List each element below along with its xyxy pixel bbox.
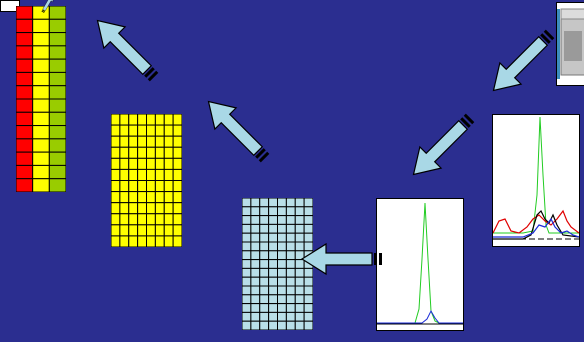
single-peak-chromatogram [376, 198, 464, 331]
blue-trace [377, 309, 463, 324]
block-arrow-icon [86, 9, 166, 89]
block-arrow-icon [301, 243, 383, 275]
block-arrow-icon [39, 0, 57, 15]
yellow-grid [111, 114, 182, 247]
multi-peak-chromatogram [492, 114, 580, 247]
instrument-device-icon [556, 2, 584, 86]
block-arrow-icon [402, 106, 482, 186]
black-trace [493, 209, 579, 240]
green-trace [493, 116, 579, 234]
light-blue-grid [242, 198, 313, 330]
chromatogram-plot [493, 116, 579, 240]
chromatogram-plot [377, 202, 463, 325]
block-arrow-icon [482, 22, 562, 102]
blue-trace [493, 217, 579, 238]
block-arrow-icon [197, 90, 277, 170]
red-trace [493, 209, 579, 234]
